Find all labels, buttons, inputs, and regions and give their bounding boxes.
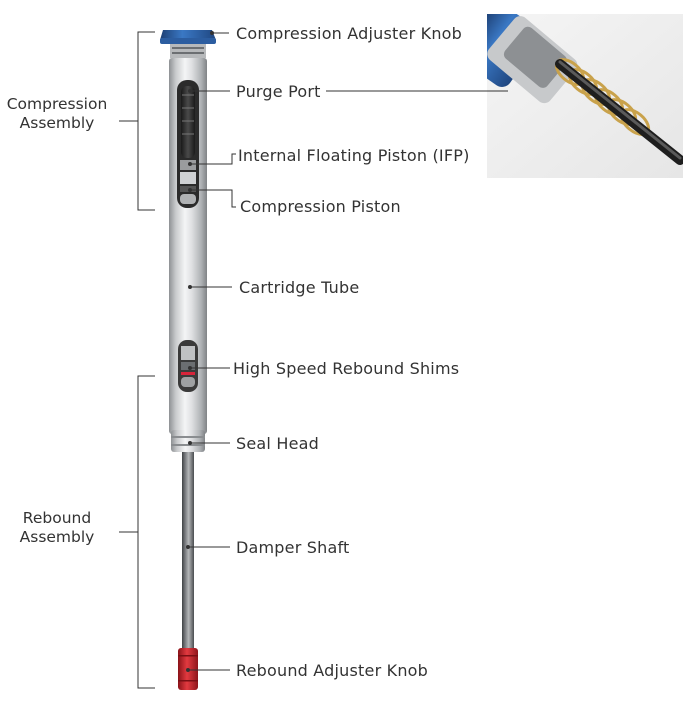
label-seal-head: Seal Head	[236, 434, 319, 453]
upper-window	[177, 80, 199, 208]
group-label-line-1: Compression	[6, 95, 108, 113]
damper-shaft-shape	[182, 452, 194, 652]
group-label-compression-assembly: Compression Assembly	[0, 95, 117, 133]
label-damper-shaft: Damper Shaft	[236, 538, 350, 557]
label-high-speed-rebound-shims: High Speed Rebound Shims	[233, 359, 460, 378]
label-purge-port: Purge Port	[236, 82, 321, 101]
group-brackets	[119, 31, 155, 689]
label-ifp: Internal Floating Piston (IFP)	[238, 146, 470, 165]
inset-photo	[487, 14, 683, 178]
compression-adjuster-knob-shape	[160, 30, 216, 58]
leader-lines	[186, 31, 508, 672]
group-label-rebound-assembly: Rebound Assembly	[0, 509, 117, 547]
group-label-line-1: Rebound	[22, 509, 92, 527]
label-cartridge-tube: Cartridge Tube	[239, 278, 360, 297]
lower-window	[178, 340, 198, 392]
group-label-line-2: Assembly	[19, 528, 95, 546]
label-compression-piston: Compression Piston	[240, 197, 401, 216]
label-rebound-adjuster-knob: Rebound Adjuster Knob	[236, 661, 429, 680]
group-label-line-2: Assembly	[19, 114, 95, 132]
seal-head-shape	[171, 430, 205, 452]
label-compression-adjuster-knob: Compression Adjuster Knob	[236, 24, 463, 43]
